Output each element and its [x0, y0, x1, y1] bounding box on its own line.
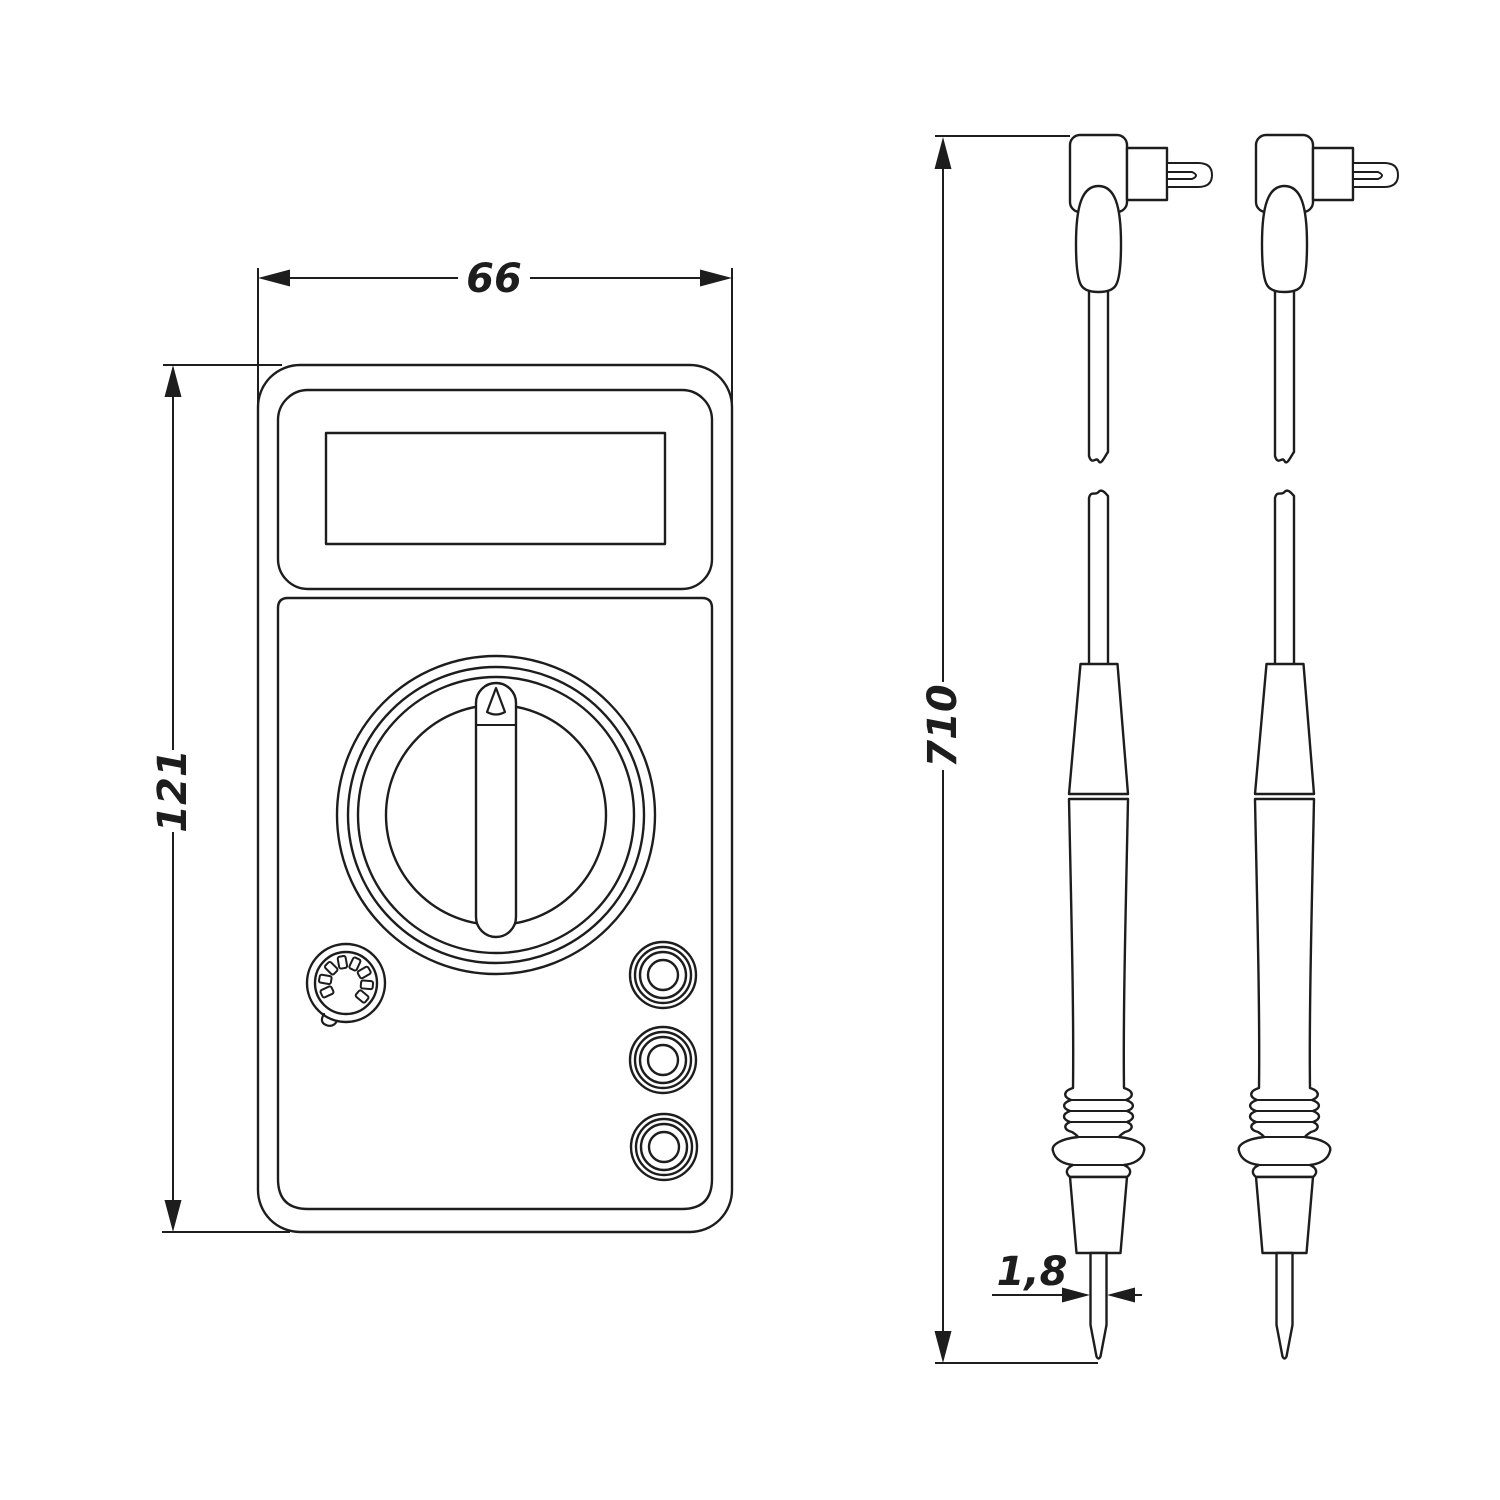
- input-jack-top: [628, 940, 698, 1010]
- arrow-right-icon: [1062, 1287, 1090, 1303]
- arrow-right-icon: [700, 269, 732, 287]
- test-lead-2: [1237, 133, 1400, 1360]
- arrow-up-icon: [164, 365, 182, 397]
- arrow-left-icon: [258, 269, 290, 287]
- dial-pointer-triangle-icon: [485, 686, 507, 716]
- arrow-down-icon: [934, 1331, 952, 1363]
- lcd-display: [324, 431, 667, 546]
- din-connector: [305, 942, 387, 1027]
- din-keyway-notch: [320, 1012, 339, 1027]
- rotary-dial: [335, 654, 657, 976]
- dimension-lead-length: 710: [920, 135, 1098, 1364]
- dial-pointer-handle: [474, 681, 518, 939]
- input-jack-middle: [628, 1025, 698, 1095]
- dimension-meter-height: 121: [150, 364, 290, 1233]
- din-pins: [318, 955, 375, 1004]
- meter-front-view: [256, 363, 734, 1234]
- dimension-meter-width: 66: [257, 256, 733, 423]
- arrow-down-icon: [164, 1200, 182, 1232]
- test-lead-1: [1051, 133, 1214, 1360]
- dim-label-height: 121: [150, 749, 196, 833]
- dim-label-width: 66: [466, 256, 522, 302]
- input-jack-bottom: [629, 1112, 699, 1182]
- dim-label-tip-diameter: 1,8: [997, 1249, 1068, 1295]
- arrow-left-icon: [1107, 1287, 1135, 1303]
- dim-label-lead-length: 710: [920, 684, 966, 768]
- arrow-up-icon: [934, 137, 952, 169]
- dimension-tip-diameter: 1,8: [992, 1249, 1142, 1303]
